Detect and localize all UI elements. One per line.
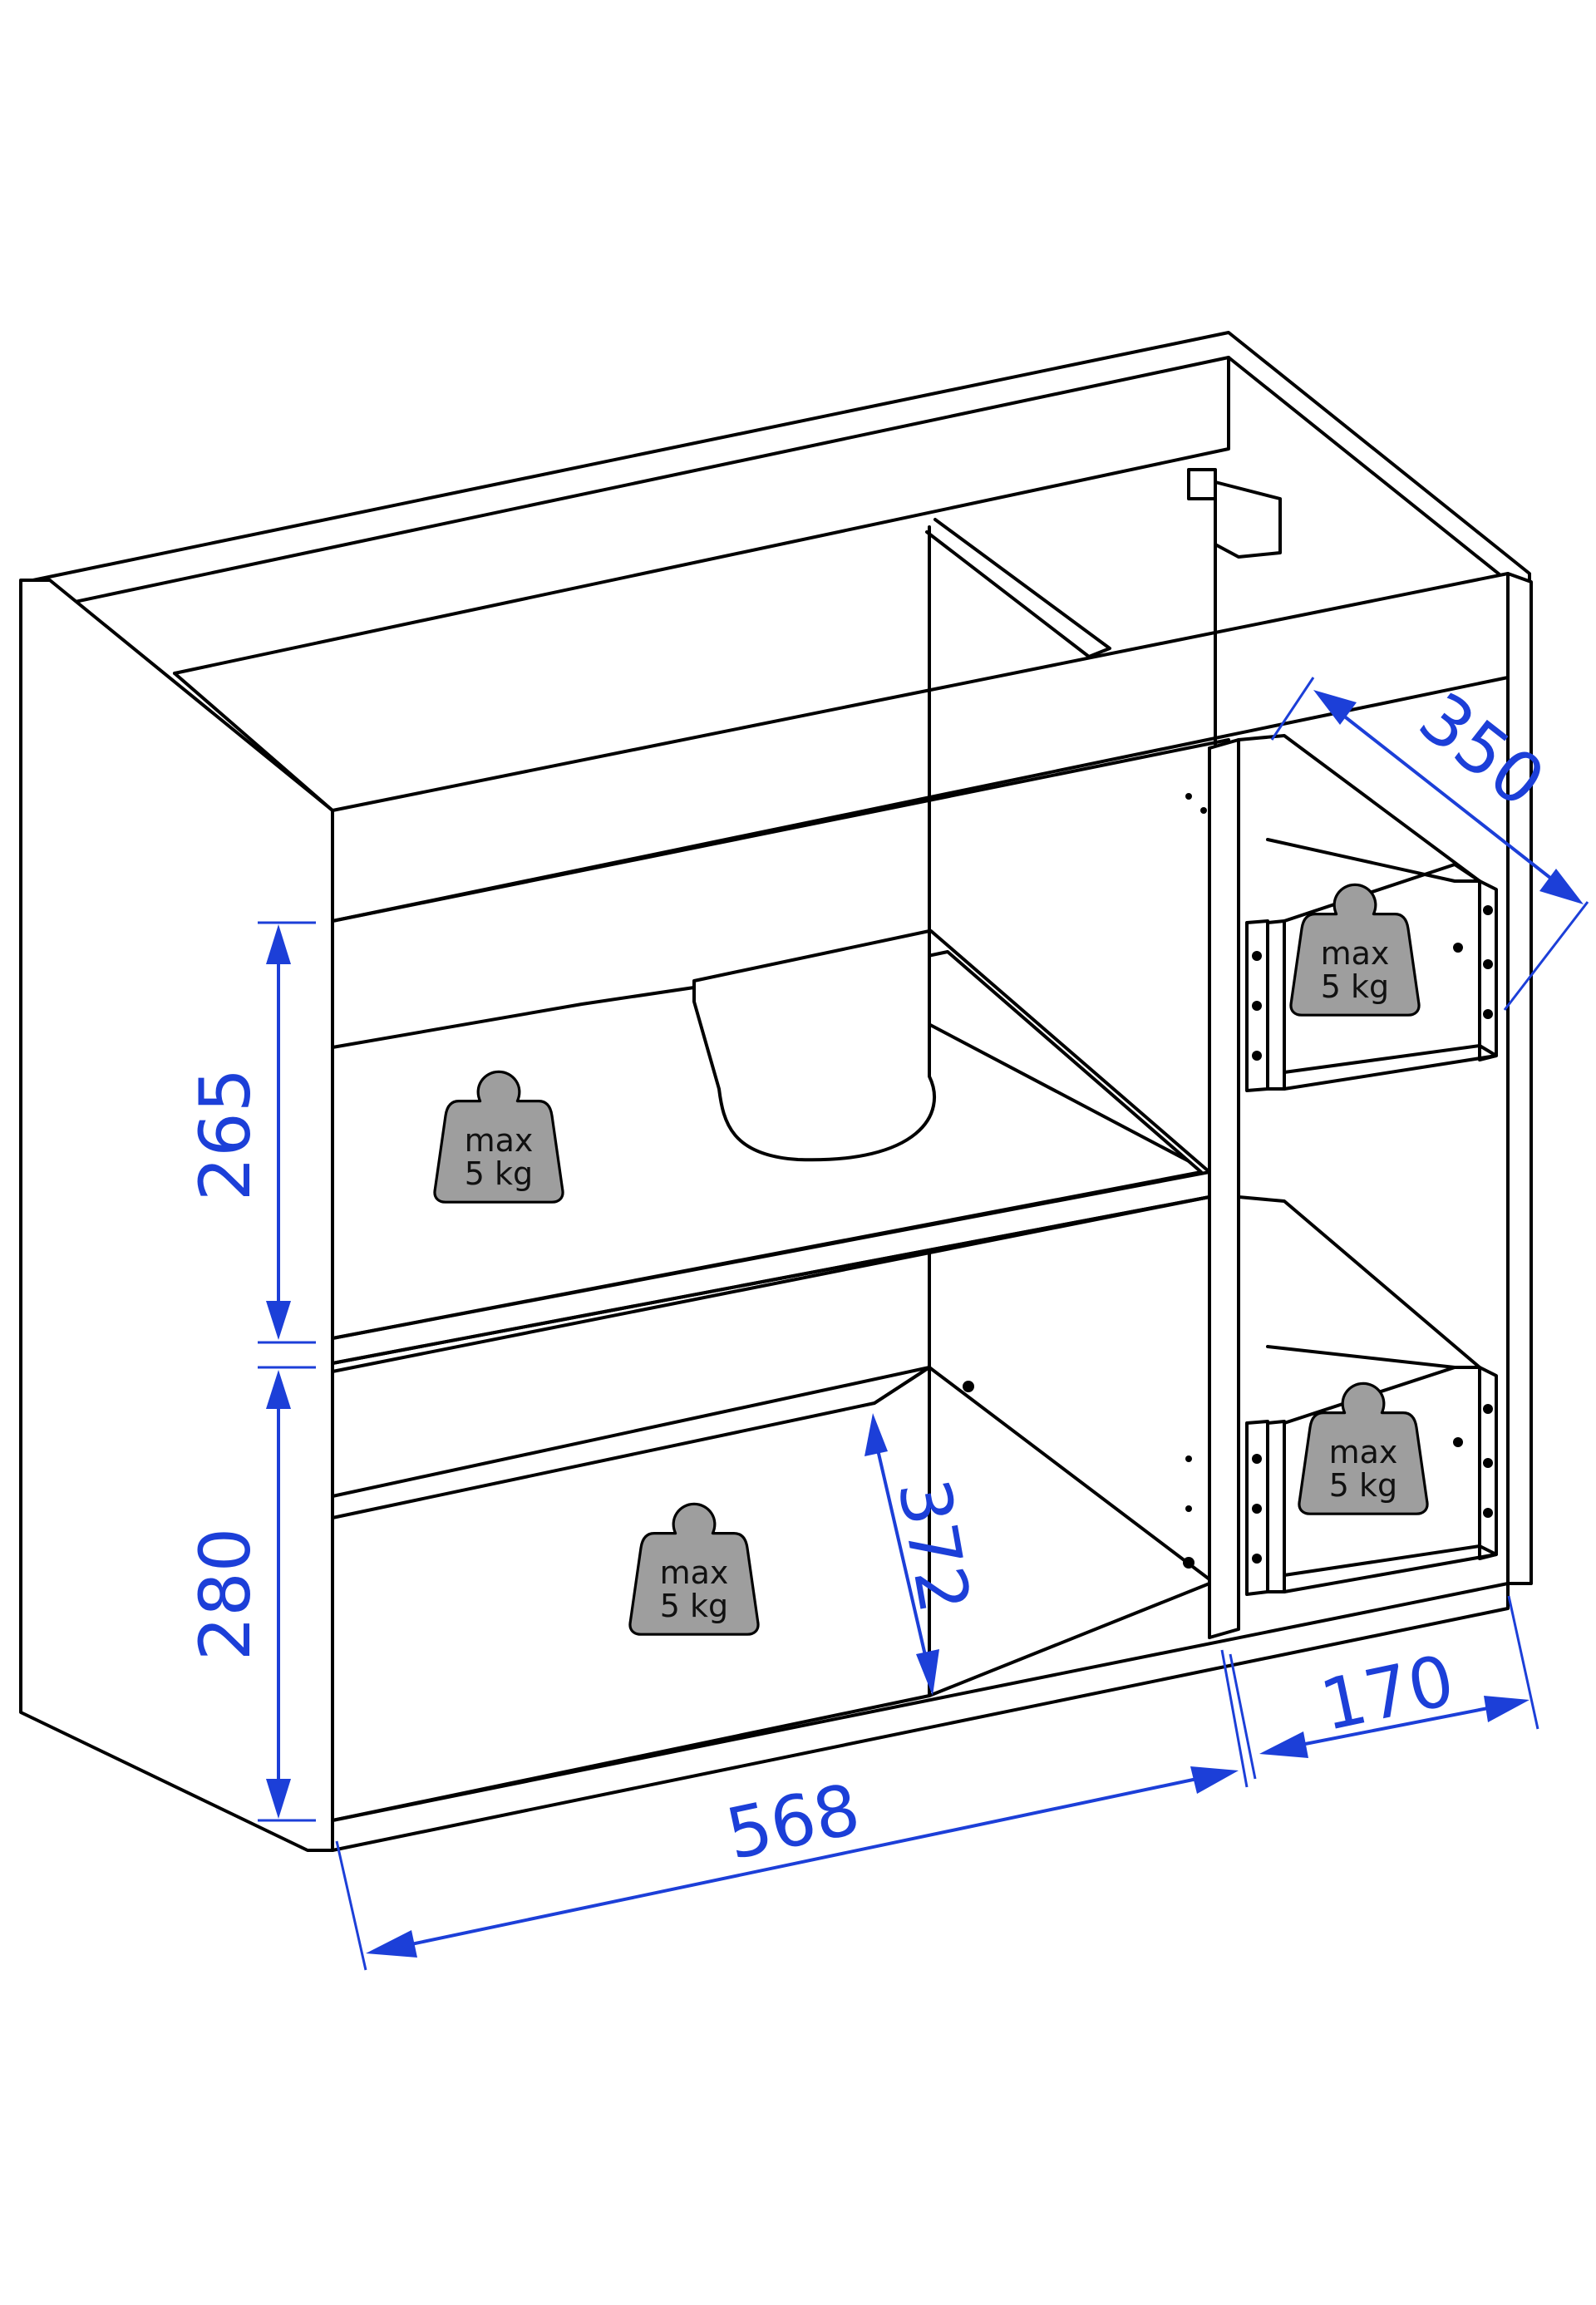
left-compartment	[331, 738, 1230, 1822]
dimension-label-350: 350	[1405, 677, 1560, 823]
svg-text:5 kg: 5 kg	[1329, 1467, 1397, 1504]
dimension-height-lower: 280	[185, 1366, 316, 1822]
center-divider	[963, 738, 1240, 1639]
dimension-label-265: 265	[185, 1068, 266, 1201]
svg-text:max: max	[660, 1554, 729, 1591]
svg-text:max: max	[1321, 935, 1390, 972]
dimension-height-upper: 265	[185, 921, 316, 1344]
right-drawers	[1237, 734, 1498, 1596]
dimension-shelf-depth: 372	[864, 1413, 986, 1696]
weight-icon-upper-drawer: max 5 kg	[1289, 883, 1421, 1017]
svg-text:max: max	[1329, 1434, 1398, 1470]
svg-text:5 kg: 5 kg	[1321, 968, 1389, 1005]
dimension-label-170: 170	[1313, 1639, 1461, 1746]
cabinet-outline	[19, 331, 1533, 1852]
weight-icon-upper-shelf: max 5 kg	[433, 1070, 564, 1204]
svg-text:max: max	[465, 1122, 534, 1159]
dimension-label-372: 372	[882, 1474, 985, 1619]
dimension-label-280: 280	[185, 1528, 266, 1661]
weight-icon-lower-drawer: max 5 kg	[1298, 1382, 1429, 1515]
svg-text:5 kg: 5 kg	[660, 1588, 728, 1624]
dimension-label-568: 568	[719, 1768, 866, 1875]
weight-icon-bottom: max 5 kg	[628, 1502, 760, 1636]
svg-text:5 kg: 5 kg	[465, 1155, 533, 1192]
